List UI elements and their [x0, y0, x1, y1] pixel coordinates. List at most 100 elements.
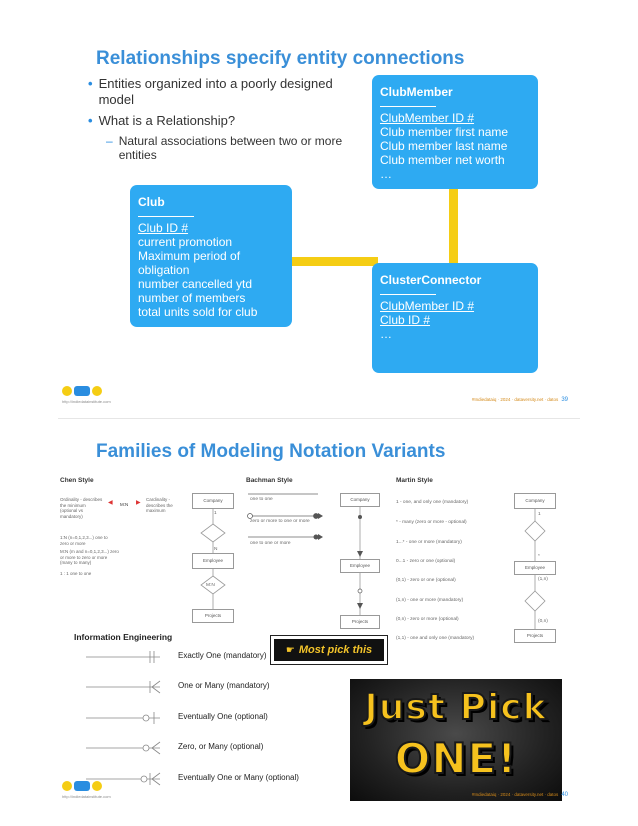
page-number: 40 [561, 792, 568, 798]
bachman-label: one to one or more [250, 541, 291, 546]
chen-company-box: Company [192, 493, 234, 509]
entity-clusterconnector: ClusterConnector ClubMember ID # Club ID… [372, 263, 538, 373]
entity-attribute: Club member first name [380, 125, 509, 139]
ie-row-eventually-one-or-many: Eventually One or Many (optional) [78, 769, 378, 789]
logo-center-icon [74, 386, 90, 396]
chen-diagram [200, 509, 226, 617]
entity-title: ClusterConnector [380, 273, 482, 287]
ie-one-or-many-icon [86, 680, 161, 694]
entity-attribute: number of members [138, 291, 246, 305]
chen-arrow-right-icon: ▶ [136, 500, 141, 506]
chen-arrow-left-icon: ◀ [108, 500, 113, 506]
bachman-style-title: Bachman Style [246, 477, 293, 484]
ie-zero-or-many-icon [86, 741, 161, 755]
just-pick-text: Just Pick [363, 686, 548, 729]
relationship-connector-horizontal [292, 257, 378, 266]
entity-attribute: Club member last name [380, 139, 508, 153]
one-text: ONE! [394, 733, 518, 784]
entity-key: Club ID # [138, 221, 189, 235]
martin-label: 1...* - one or more (mandatory) [396, 540, 462, 545]
chen-one-label: 1 [214, 511, 217, 516]
bachman-label: one to one [250, 497, 273, 502]
martin-1n-label: (1,n) [538, 577, 548, 582]
bachman-legend [247, 493, 323, 540]
ie-row-eventually-one: Eventually One (optional) [78, 708, 378, 728]
martin-diagram [524, 507, 546, 629]
slide-footer: #Indiedataiq · 2024 · dataversity.net · … [472, 792, 568, 798]
entity-divider [380, 99, 436, 107]
footer-logo: http://indiedatainstitute.com [62, 386, 111, 404]
page-number: 39 [561, 397, 568, 403]
ie-title: Information Engineering [74, 632, 173, 642]
entity-club: Club Club ID # current promotion Maximum… [130, 185, 292, 333]
chen-note: M:N (m and n=0,1,2,3...) zero or more to… [60, 549, 119, 565]
martin-label: (0,1) - zero or one (optional) [396, 578, 456, 583]
bullet-dot-icon: • [88, 113, 93, 128]
ie-eventually-one-or-many-icon [86, 772, 161, 786]
most-pick-inner: ☛ Most pick this [274, 639, 384, 661]
logo-circle-icon [92, 781, 102, 791]
martin-label: (1,1) - one and only one (mandatory) [396, 636, 475, 641]
ie-label: One or Many (mandatory) [178, 681, 270, 690]
entity-attribute: … [380, 167, 392, 181]
footer-text: #Indiedataiq · 2024 · dataversity.net · … [471, 792, 559, 797]
slide-title: Relationships specify entity connections [96, 48, 465, 69]
logo-circle-icon [62, 386, 72, 396]
entity-attribute: … [380, 327, 392, 341]
entity-divider [380, 287, 436, 295]
entity-title: ClubMember [380, 85, 453, 99]
chen-mn-relationship-label: M:N [206, 583, 215, 588]
bullet-text: Entities organized into a poorly designe… [98, 76, 333, 107]
ie-exactly-one-icon [86, 651, 160, 663]
chen-style-title: Chen Style [60, 477, 94, 484]
bullet-dot-icon: • [88, 76, 93, 91]
martin-label: (1,n) - one or more (mandatory) [396, 598, 464, 603]
dash-icon: – [106, 134, 113, 148]
ie-label: Eventually One (optional) [178, 712, 268, 721]
martin-star-label: * [538, 554, 540, 559]
chen-employee-box: Employee [192, 553, 234, 569]
bullet-item: • What is a Relationship? [88, 113, 348, 129]
slide-footer: #Indiedataiq · 2024 · dataversity.net · … [472, 397, 568, 403]
ie-label: Zero, or Many (optional) [178, 742, 264, 751]
ie-row-zero-or-many: Zero, or Many (optional) [78, 738, 378, 758]
entity-attribute: … [138, 319, 150, 333]
martin-label: 0...1 - zero or one (optional) [396, 559, 456, 564]
martin-label: (0,n) - zero or more (optional) [396, 617, 459, 622]
bachman-projects-box: Projects [340, 615, 380, 629]
most-pick-badge: ☛ Most pick this [270, 635, 388, 665]
martin-label: * - many (zero or more - optional) [396, 520, 467, 525]
entity-key: ClubMember ID # [380, 299, 475, 313]
martin-style-title: Martin Style [396, 477, 433, 484]
chen-note: 1 : 1 one to one [60, 571, 92, 576]
martin-employee-box: Employee [514, 561, 556, 575]
ie-label: Eventually One or Many (optional) [178, 773, 299, 782]
martin-company-box: Company [514, 493, 556, 509]
sub-bullet-text: Natural associations between two or more… [118, 134, 343, 162]
footer-text: #Indiedataiq · 2024 · dataversity.net · … [471, 397, 559, 402]
bullet-item: • Entities organized into a poorly desig… [88, 76, 348, 108]
martin-one-label: 1 [538, 512, 541, 517]
bachman-employee-box: Employee [340, 559, 380, 573]
entity-attribute: Maximum period of obligation [138, 249, 241, 277]
chen-mn-label: M:N [120, 502, 129, 507]
martin-0n-label: (0,n) [538, 619, 548, 624]
bullet-list: • Entities organized into a poorly desig… [88, 76, 348, 162]
entity-clubmember: ClubMember ClubMember ID # Club member f… [372, 75, 538, 189]
chen-ordinality-note: Ordinality - describes the minimum (opti… [60, 497, 103, 519]
bachman-company-box: Company [340, 493, 380, 507]
entity-key: ClubMember ID # [380, 111, 475, 125]
ie-row-one-or-many: One or Many (mandatory) [78, 677, 378, 697]
ie-row-exactly-one: Exactly One (mandatory) [78, 647, 378, 667]
most-pick-text: Most pick this [298, 644, 373, 656]
bullet-text: What is a Relationship? [98, 113, 236, 128]
logo-center-icon [74, 781, 90, 791]
footer-url: http://indiedatainstitute.com [62, 794, 111, 799]
ie-eventually-one-icon [86, 712, 160, 724]
martin-label: 1 - one, and only one (mandatory) [396, 500, 469, 505]
relationship-connector-vertical [449, 186, 458, 266]
sub-bullet-item: – Natural associations between two or mo… [106, 134, 348, 162]
martin-projects-box: Projects [514, 629, 556, 643]
entity-divider [138, 209, 194, 217]
entity-attribute: Club member net worth [380, 153, 505, 167]
